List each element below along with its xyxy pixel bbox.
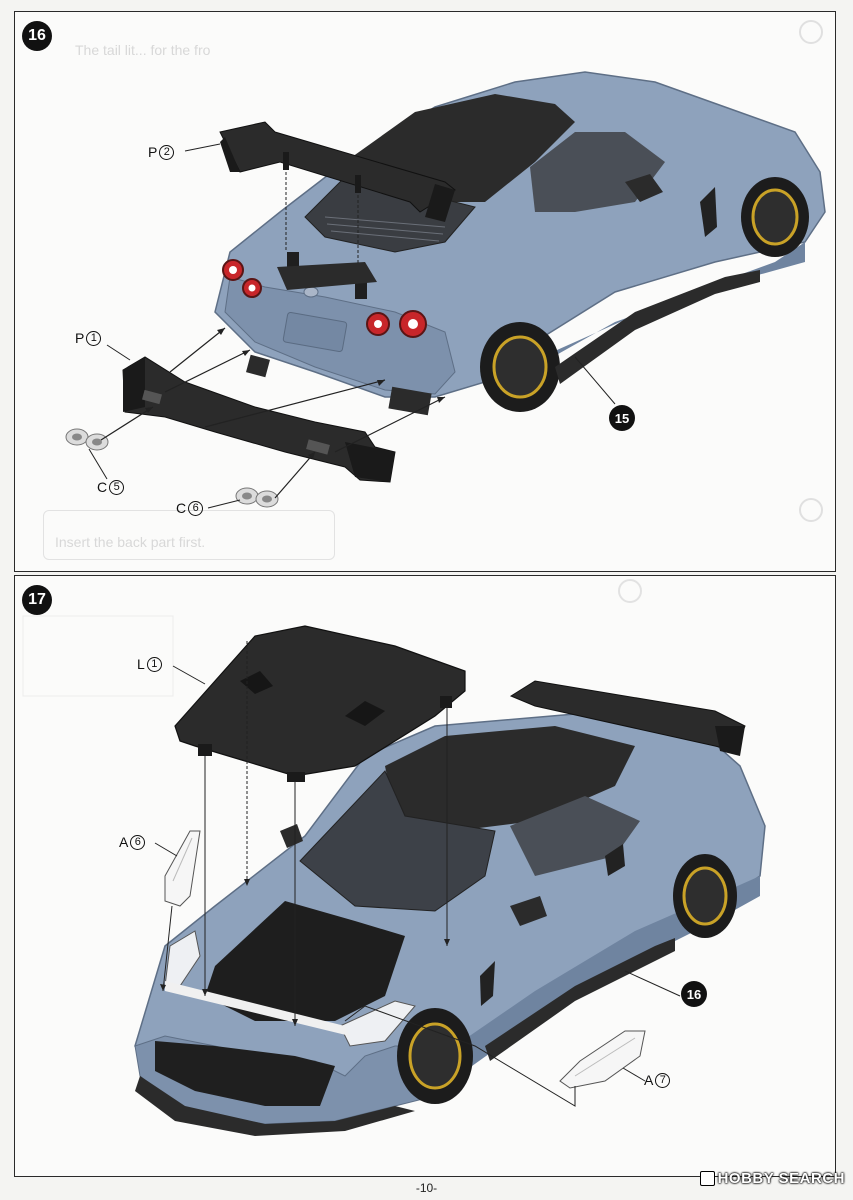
headlight-trim-a6 <box>164 830 201 907</box>
ghost-text-2: Insert the back part first. <box>55 534 206 550</box>
car-body-rear <box>214 71 826 416</box>
rear-wing-installed <box>509 680 746 756</box>
headlight-trim-a7 <box>559 1030 646 1089</box>
page-number: -10- <box>415 1181 438 1195</box>
step-number-17: 17 <box>22 585 52 615</box>
exhaust-tips-c6 <box>235 487 279 508</box>
rear-wing-part <box>219 121 456 222</box>
watermark-logo-icon <box>699 1171 715 1186</box>
watermark: HOBBY SEARCH <box>699 1170 845 1187</box>
step-17-illustration <box>22 579 766 1136</box>
ghost-text-1: The tail lit... for the fro <box>75 42 211 58</box>
step-number-16: 16 <box>22 21 52 51</box>
step-17-panel: 17 <box>14 575 836 1177</box>
exhaust-tips-c5 <box>65 428 109 451</box>
step-16-panel: 16 The tail lit... for the fro Insert th… <box>14 11 836 572</box>
watermark-text: HOBBY SEARCH <box>717 1170 845 1187</box>
step-16-illustration <box>65 20 826 522</box>
rear-diffuser-part <box>122 356 396 483</box>
reference-step-badge-16: 16 <box>681 981 707 1007</box>
reference-step-badge-15: 15 <box>609 405 635 431</box>
car-body-front <box>134 713 766 1136</box>
